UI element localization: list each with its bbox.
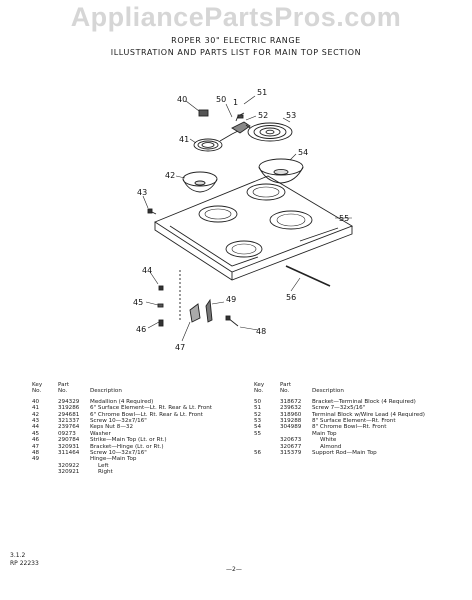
footer-code-2: RP 22233: [10, 560, 39, 567]
terminal-block: [231, 112, 251, 134]
header-key-no: No.: [254, 388, 264, 395]
header-part: Part: [58, 382, 70, 388]
callout-42: 42: [165, 171, 175, 180]
surface-element-6in: [193, 130, 239, 152]
callout-50: 50: [216, 95, 226, 104]
burner-opening-front-right: [269, 210, 313, 230]
burner-opening-rear-right: [246, 183, 286, 201]
header-row-2: No. No. Description: [32, 388, 232, 394]
support-rod: [285, 265, 331, 287]
page-number: —2—: [226, 566, 242, 573]
callout-41: 41: [179, 135, 189, 144]
exploded-parts-diagram: 40 50 1 51 52 53 41 54 42 43 55 44 45 49…: [133, 88, 354, 352]
callout-49: 49: [226, 295, 236, 304]
section-title: ILLUSTRATION AND PARTS LIST FOR MAIN TOP…: [110, 48, 362, 57]
callout-55: 55: [339, 214, 349, 223]
header-key: Key: [254, 382, 265, 388]
callout-40: 40: [177, 95, 187, 104]
header-description: Description: [312, 388, 344, 395]
callout-44: 44: [142, 266, 152, 275]
header-part: Part: [280, 382, 292, 388]
callout-56: 56: [286, 293, 296, 302]
hinge-assembly: [157, 270, 239, 327]
header-row-2: No. No. Description: [254, 388, 464, 394]
header-key-no: No.: [32, 388, 42, 395]
chrome-bowl-8in: [258, 158, 304, 184]
header-key: Key: [32, 382, 43, 388]
footer-code-1: 3.1.2: [10, 552, 26, 559]
header-part-no: No.: [58, 388, 68, 395]
medallion: [198, 109, 209, 117]
burner-opening-front-left: [225, 240, 263, 258]
surface-element-8in: [245, 122, 293, 142]
header-row-1: Key Part: [32, 382, 232, 388]
header-description: Description: [90, 388, 122, 395]
model-title: ROPER 30" ELECTRIC RANGE: [171, 36, 301, 45]
screw-43: [147, 208, 157, 215]
callout-54: 54: [298, 148, 308, 157]
callout-43: 43: [137, 188, 147, 197]
callout-45: 45: [133, 298, 143, 307]
callout-51: 51: [257, 88, 267, 97]
watermark: AppliancePartsPros.com: [70, 2, 402, 32]
chrome-bowl-6in: [182, 171, 218, 193]
callout-53: 53: [286, 111, 296, 120]
callout-1: 1: [233, 98, 238, 107]
burner-opening-rear-left: [198, 205, 238, 223]
callout-52: 52: [258, 111, 268, 120]
callout-48: 48: [256, 327, 266, 336]
callout-47: 47: [175, 343, 185, 352]
header-row-1: Key Part: [254, 382, 464, 388]
header-part-no: No.: [280, 388, 290, 395]
callout-46: 46: [136, 325, 146, 334]
main-top-panel: [154, 175, 354, 281]
